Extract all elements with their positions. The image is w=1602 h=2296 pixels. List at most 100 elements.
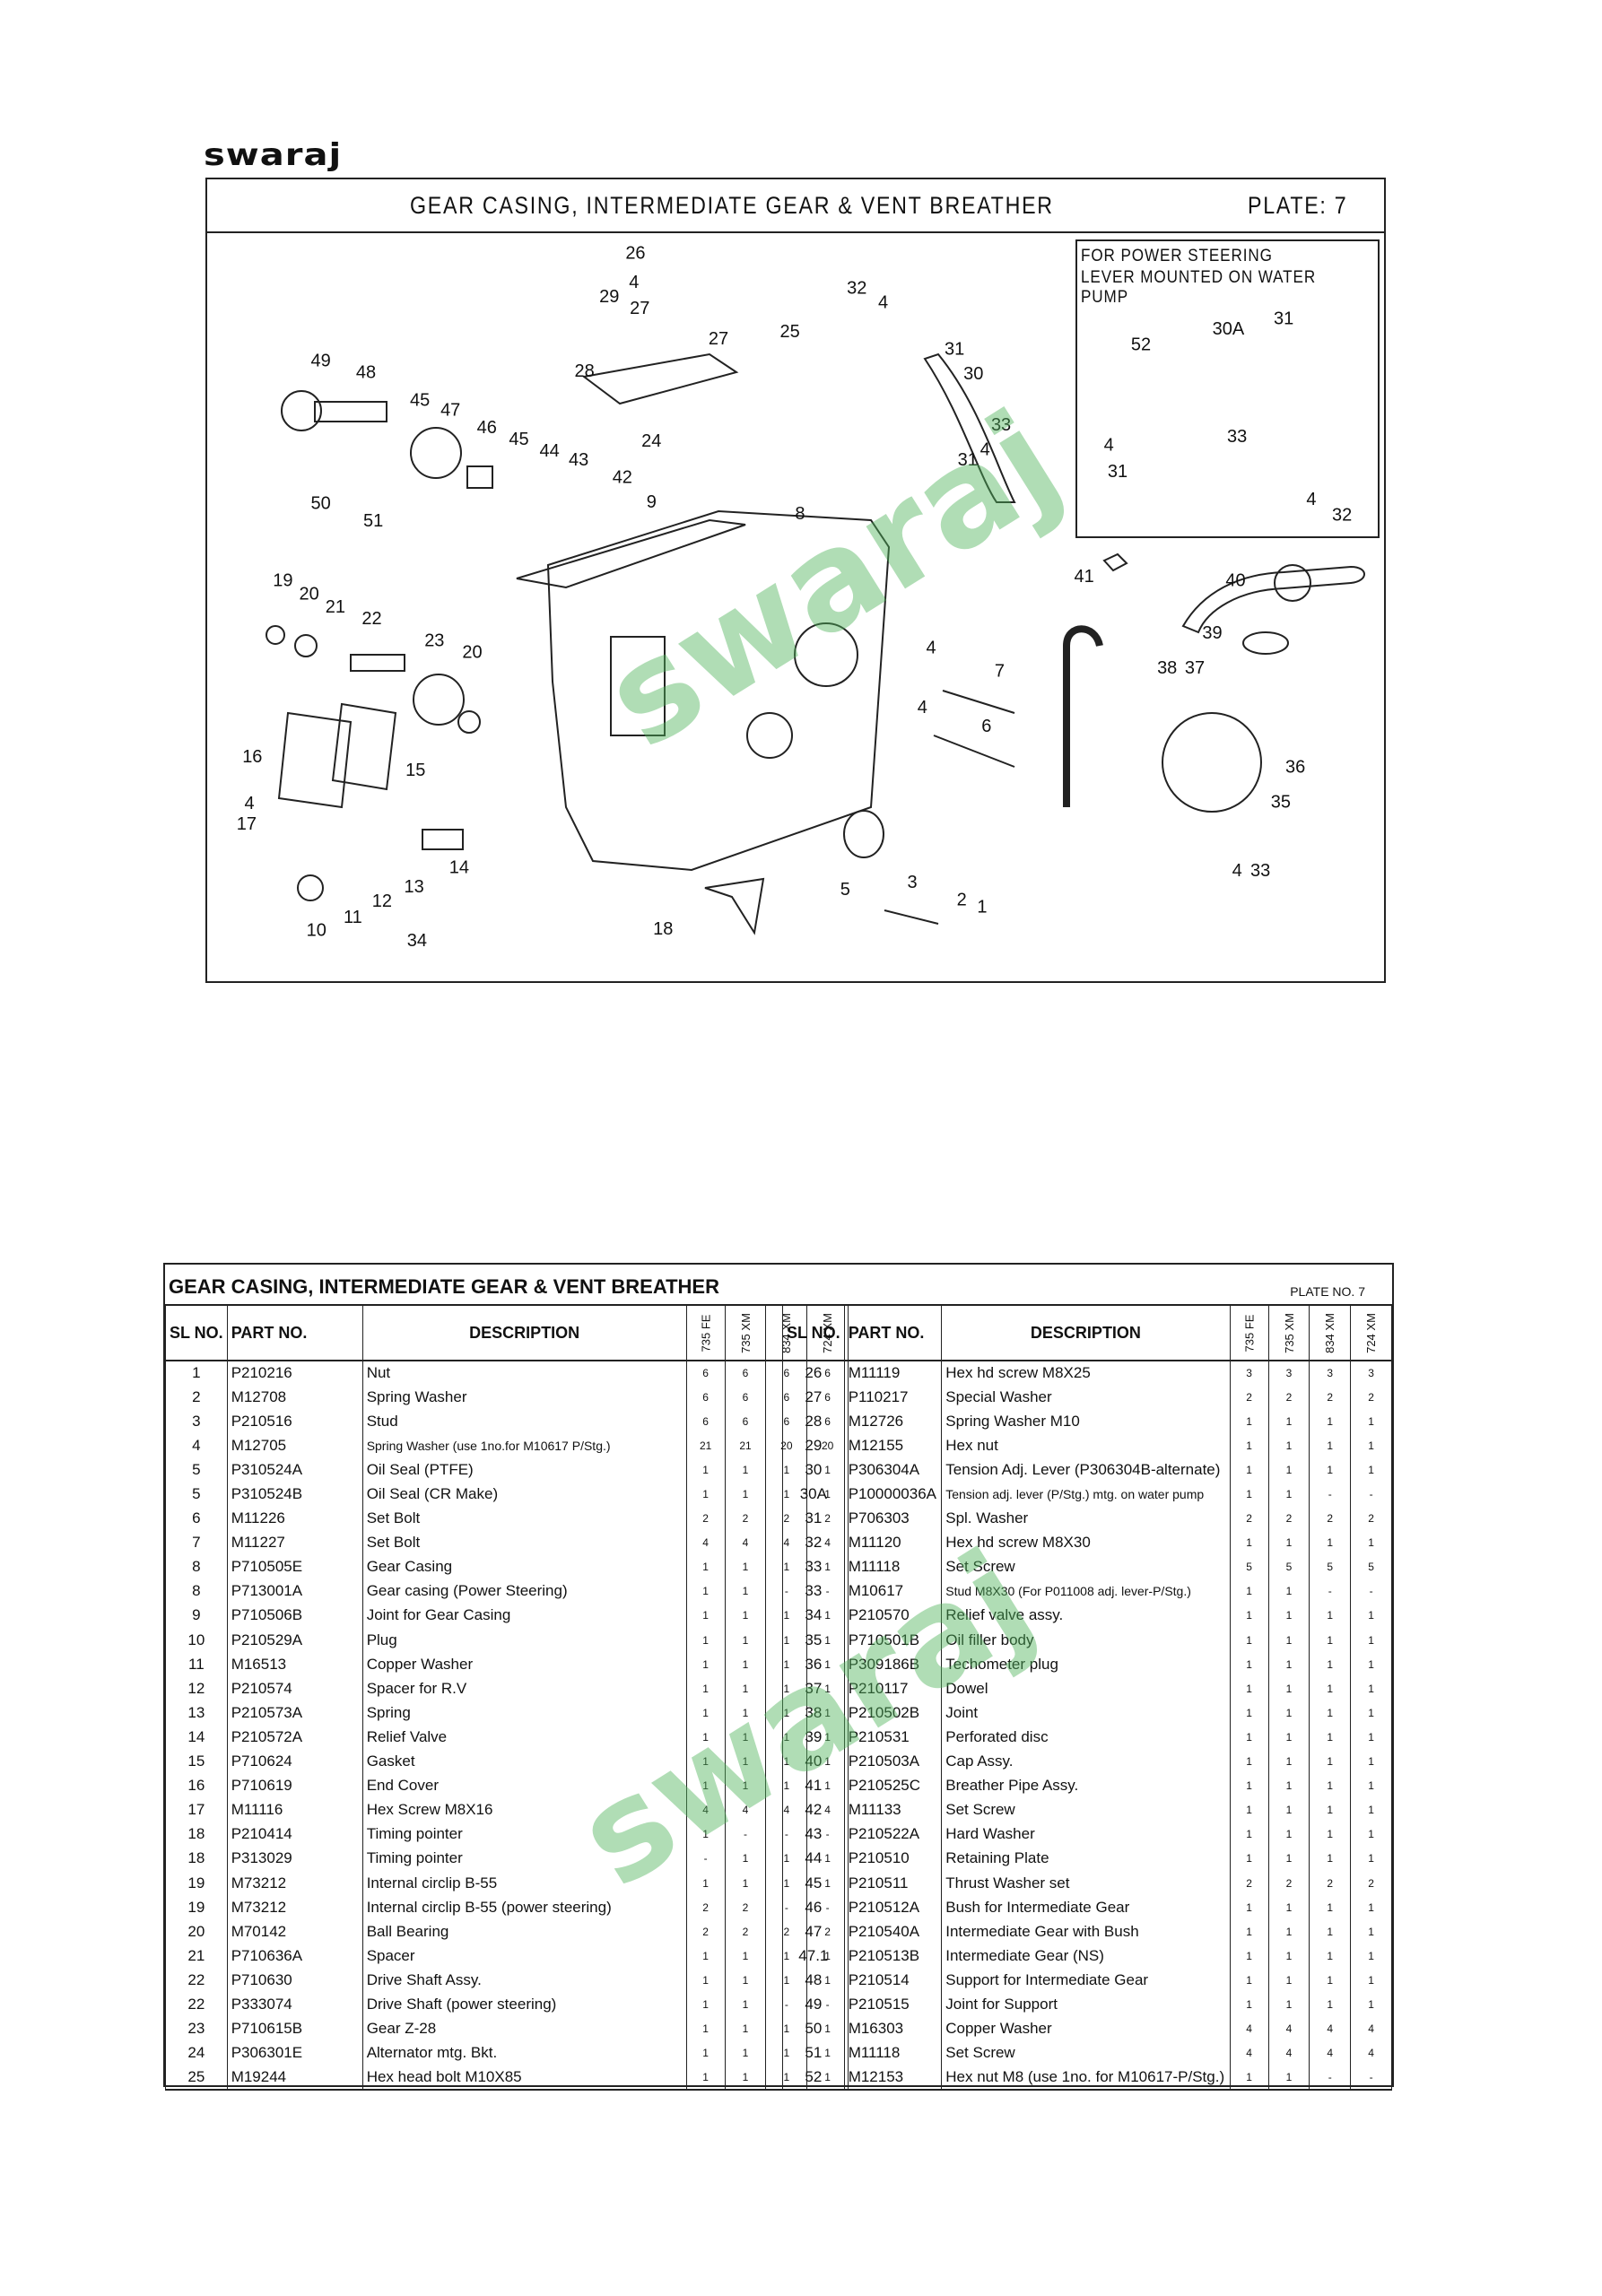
quantity: 1 — [1350, 1457, 1392, 1483]
relief-valve — [422, 829, 464, 850]
quantity: 1 — [1229, 1482, 1269, 1507]
quantity: 1 — [1267, 1773, 1310, 1798]
sl-no: 23 — [165, 2016, 228, 2041]
quantity: 2 — [685, 1506, 726, 1531]
quantity: 4 — [1309, 2016, 1352, 2041]
quantity: 6 — [685, 1361, 726, 1386]
plate-number: PLATE: 7 — [1248, 192, 1348, 219]
gear-casing-joint — [516, 518, 746, 589]
part-no: M11226 — [226, 1506, 363, 1531]
header-part-no: PART NO. — [843, 1304, 943, 1361]
quantity: 5 — [1350, 1554, 1392, 1579]
quantity: 1 — [1267, 1968, 1310, 1993]
description: Hex hd screw M8X25 — [941, 1361, 1231, 1386]
quantity: 1 — [1309, 1725, 1352, 1750]
support-shaft — [314, 401, 387, 422]
quantity: 1 — [685, 1822, 726, 1847]
part-no: P210573A — [226, 1700, 363, 1726]
diagram-title-bar: GEAR CASING, INTERMEDIATE GEAR & VENT BR… — [207, 179, 1384, 233]
callout-label: 39 — [1202, 623, 1222, 643]
sl-no: 10 — [165, 1628, 228, 1653]
callout-label: 29 — [599, 287, 619, 307]
sl-no: 46 — [782, 1895, 845, 1920]
sl-no: 41 — [782, 1773, 845, 1798]
description: Hex Screw M8X16 — [361, 1797, 687, 1822]
quantity: 1 — [1350, 1652, 1392, 1677]
part-no: M12708 — [226, 1385, 363, 1410]
quantity: 1 — [1229, 1822, 1269, 1847]
callout-label: 25 — [779, 322, 799, 342]
quantity: 2 — [1350, 1385, 1392, 1410]
quantity: 5 — [1309, 1554, 1352, 1579]
description: Alternator mtg. Bkt. — [361, 2040, 687, 2066]
sl-no: 29 — [782, 1433, 845, 1458]
callout-label: 9 — [647, 492, 657, 512]
sl-no: 47.1 — [782, 1944, 845, 1969]
part-no: M12155 — [843, 1433, 943, 1458]
quantity: 1 — [1309, 1895, 1352, 1920]
quantity: - — [1350, 2065, 1392, 2091]
quantity: 2 — [1309, 1385, 1352, 1410]
description: Intermediate Gear (NS) — [941, 1944, 1231, 1969]
quantity: 1 — [1350, 1895, 1392, 1920]
quantity: 1 — [1267, 1457, 1310, 1483]
description: Thrust Washer set — [941, 1870, 1231, 1896]
callout-label: 28 — [574, 361, 594, 381]
callout-label: 33 — [1250, 861, 1270, 881]
quantity: 2 — [724, 1506, 767, 1531]
description: Drive Shaft (power steering) — [361, 1992, 687, 2017]
circlip — [266, 625, 285, 645]
callout-label: 20 — [300, 584, 319, 604]
quantity: 2 — [724, 1919, 767, 1944]
tension-lever — [923, 352, 1016, 503]
sl-no: 51 — [782, 2040, 845, 2066]
part-no: P710619 — [226, 1773, 363, 1798]
description: Hex hd screw M8X30 — [941, 1530, 1231, 1555]
quantity: 5 — [1267, 1554, 1310, 1579]
sl-no: 45 — [782, 1870, 845, 1896]
quantity: 1 — [724, 1482, 767, 1507]
quantity: 1 — [1350, 1968, 1392, 1993]
quantity: 1 — [1350, 1725, 1392, 1750]
sl-no: 39 — [782, 1725, 845, 1750]
callout-label: 4 — [927, 638, 936, 657]
description: Spacer — [361, 1944, 687, 1969]
description: Oil Seal (PTFE) — [361, 1457, 687, 1483]
description: Hex nut — [941, 1433, 1231, 1458]
sl-no: 22 — [165, 1968, 228, 1993]
part-no: P110217 — [843, 1385, 943, 1410]
header-part-no: PART NO. — [226, 1304, 363, 1361]
quantity: 1 — [1267, 1628, 1310, 1653]
quantity: 1 — [1309, 1603, 1352, 1629]
quantity: 1 — [1229, 1725, 1269, 1750]
sl-no: 4 — [165, 1433, 228, 1458]
callout-label: 2 — [957, 890, 967, 909]
quantity: 1 — [1309, 1992, 1352, 2017]
quantity: 2 — [685, 1919, 726, 1944]
perforated-disc — [1242, 631, 1289, 655]
quantity: 1 — [685, 1870, 726, 1896]
callout-label: 50 — [311, 494, 331, 514]
quantity: 6 — [685, 1385, 726, 1410]
sl-no: 17 — [165, 1797, 228, 1822]
description: Spring Washer — [361, 1385, 687, 1410]
part-no: P310524A — [226, 1457, 363, 1483]
description: Gear Casing — [361, 1554, 687, 1579]
description: Spacer for R.V — [361, 1676, 687, 1701]
